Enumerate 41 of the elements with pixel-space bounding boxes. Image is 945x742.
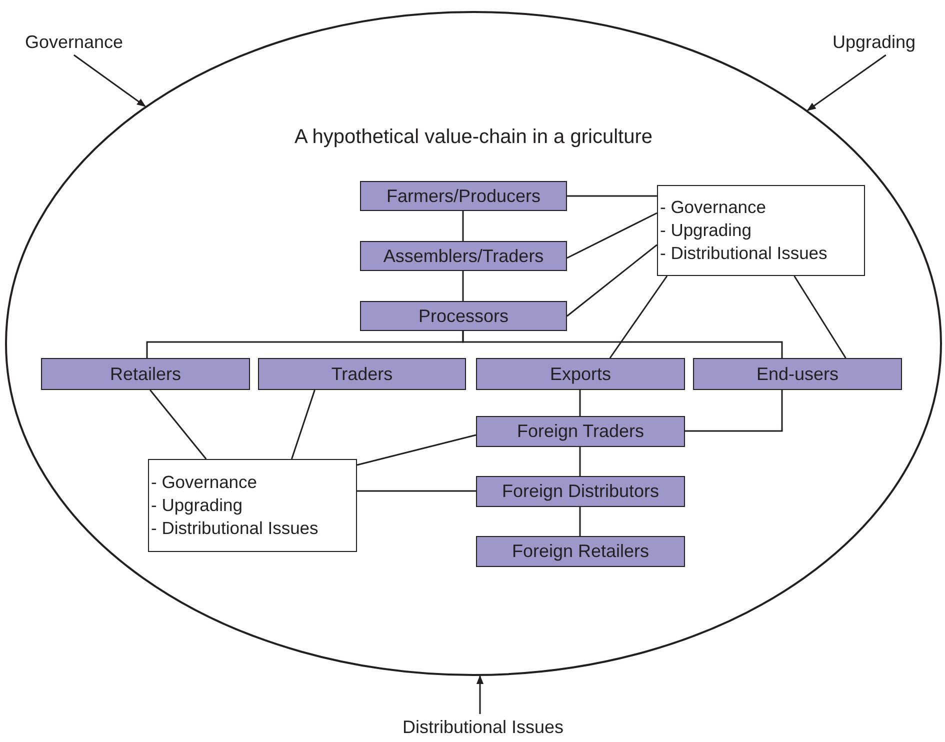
label-text: Distributional Issues	[384, 714, 582, 740]
connector-line	[794, 276, 846, 358]
list-item: - Governance	[151, 471, 258, 494]
connector-line	[356, 434, 476, 466]
connector-line	[567, 195, 657, 197]
process-box: Retailers	[41, 358, 250, 390]
connector-line	[685, 390, 783, 432]
connector-line	[290, 390, 316, 460]
process-box: Traders	[258, 358, 466, 390]
connector-line	[579, 507, 581, 536]
label-text: Governance	[6, 29, 142, 55]
connector-line	[566, 244, 658, 317]
note-box	[148, 459, 357, 552]
connector-line	[579, 447, 581, 476]
connector-line	[150, 390, 207, 460]
connector-line	[357, 490, 476, 492]
connector-line	[462, 271, 464, 301]
list-item: - Governance	[660, 196, 768, 219]
process-box: Foreign Retailers	[476, 536, 685, 567]
connector-line	[462, 331, 783, 358]
note-box	[657, 185, 865, 276]
list-item: - Distributional Issues	[151, 517, 320, 540]
connector-line	[609, 276, 668, 358]
process-box: Processors	[360, 301, 567, 331]
list-item: - Upgrading	[151, 494, 244, 517]
process-box: Foreign Distributors	[476, 476, 685, 507]
process-box: Foreign Traders	[476, 416, 685, 447]
arrow	[73, 54, 146, 107]
process-box: Exports	[476, 358, 685, 390]
arrow	[476, 675, 484, 714]
process-box: End-users	[693, 358, 902, 390]
connector-line	[579, 390, 581, 416]
label-text: Upgrading	[818, 29, 930, 55]
connector-line	[462, 211, 464, 241]
process-box: Farmers/Producers	[360, 181, 567, 211]
ellipse-label: A hypothetical value-chain in a griculture	[294, 126, 652, 149]
arrow	[806, 54, 886, 112]
connector-line	[566, 212, 658, 259]
list-item: - Upgrading	[660, 219, 752, 242]
process-box: Assemblers/Traders	[360, 241, 567, 271]
list-item: - Distributional Issues	[660, 242, 828, 265]
